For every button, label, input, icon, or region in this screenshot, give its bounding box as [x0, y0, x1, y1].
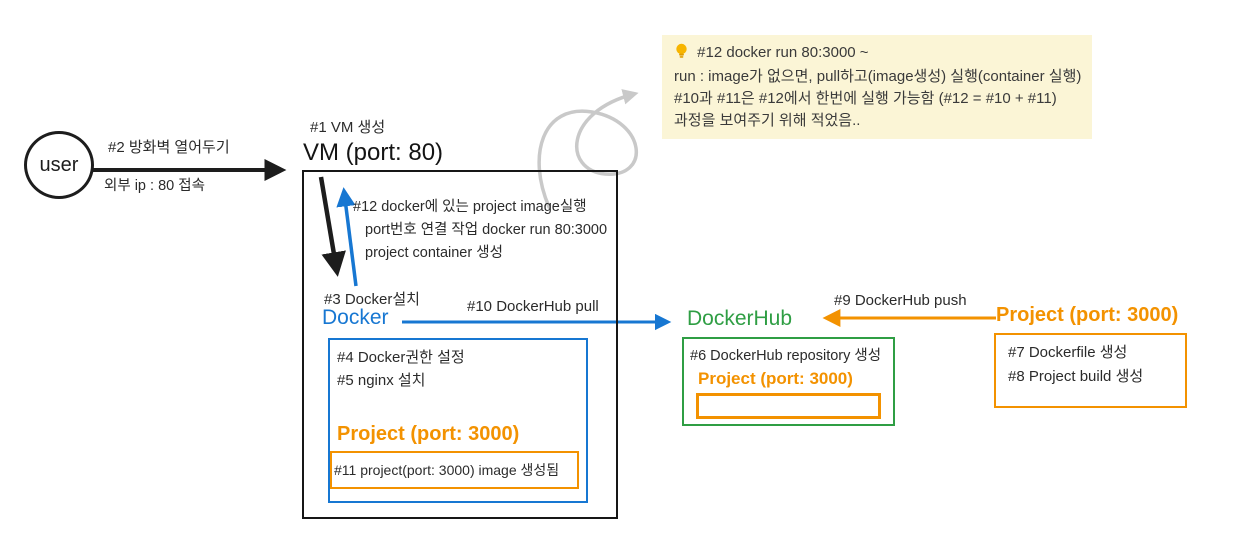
- arrow-pull-label: #10 DockerHub pull: [467, 298, 599, 315]
- docker-box: [328, 338, 588, 503]
- step12-line-2: port번호 연결 작업 docker run 80:3000: [365, 222, 608, 238]
- project-image-box-text: #11 project(port: 3000) image 생성됨: [334, 462, 560, 478]
- dockerhub-box: [682, 337, 895, 426]
- project-source-line-2: #8 Project build 생성: [1008, 368, 1144, 385]
- note-line-2: run : image가 없으면, pull하고(image생성) 실행(con…: [674, 68, 1082, 85]
- vm-step-label: #1 VM 생성: [310, 119, 386, 136]
- docker-box-line-1: #4 Docker권한 설정: [337, 349, 465, 366]
- arrow-push-label: #9 DockerHub push: [834, 292, 967, 309]
- project-image-box: [330, 451, 579, 489]
- arrow-user-vm-top-label: #2 방화벽 열어두기: [108, 139, 230, 156]
- project-source-line-1: #7 Dockerfile 생성: [1008, 344, 1128, 361]
- note-box: #12 docker run 80:3000 ~ run : image가 없으…: [662, 35, 1092, 139]
- user-node: user: [24, 131, 94, 199]
- project-source-title: Project (port: 3000): [996, 304, 1179, 326]
- project-source-box: [994, 333, 1187, 408]
- note-line-1: #12 docker run 80:3000 ~: [697, 44, 869, 61]
- user-label: user: [39, 153, 79, 176]
- docker-box-line-2: #5 nginx 설치: [337, 372, 426, 389]
- dockerhub-box-line-1: #6 DockerHub repository 생성: [690, 348, 882, 364]
- vm-box: [302, 170, 618, 519]
- dockerhub-title: DockerHub: [687, 307, 793, 330]
- note-line-3: #10과 #11은 #12에서 한번에 실행 가능함 (#12 = #10 + …: [674, 90, 1057, 107]
- step12-line-3: project container 생성: [365, 245, 503, 261]
- dockerhub-repo-title: Project (port: 3000): [698, 369, 853, 388]
- step12-line-1: #12 docker에 있는 project image실행: [353, 199, 587, 215]
- note-line-4: 과정을 보여주기 위해 적었음..: [674, 112, 861, 129]
- dockerhub-repo-empty-box: [696, 393, 881, 419]
- arrow-user-vm-bottom-label: 외부 ip : 80 접속: [104, 178, 205, 194]
- docker-title: Docker: [322, 306, 389, 329]
- docker-step-label: #3 Docker설치: [324, 291, 420, 308]
- project-in-vm-title: Project (port: 3000): [337, 423, 520, 445]
- vm-title: VM (port: 80): [303, 139, 444, 166]
- lightbulb-icon: [674, 43, 689, 63]
